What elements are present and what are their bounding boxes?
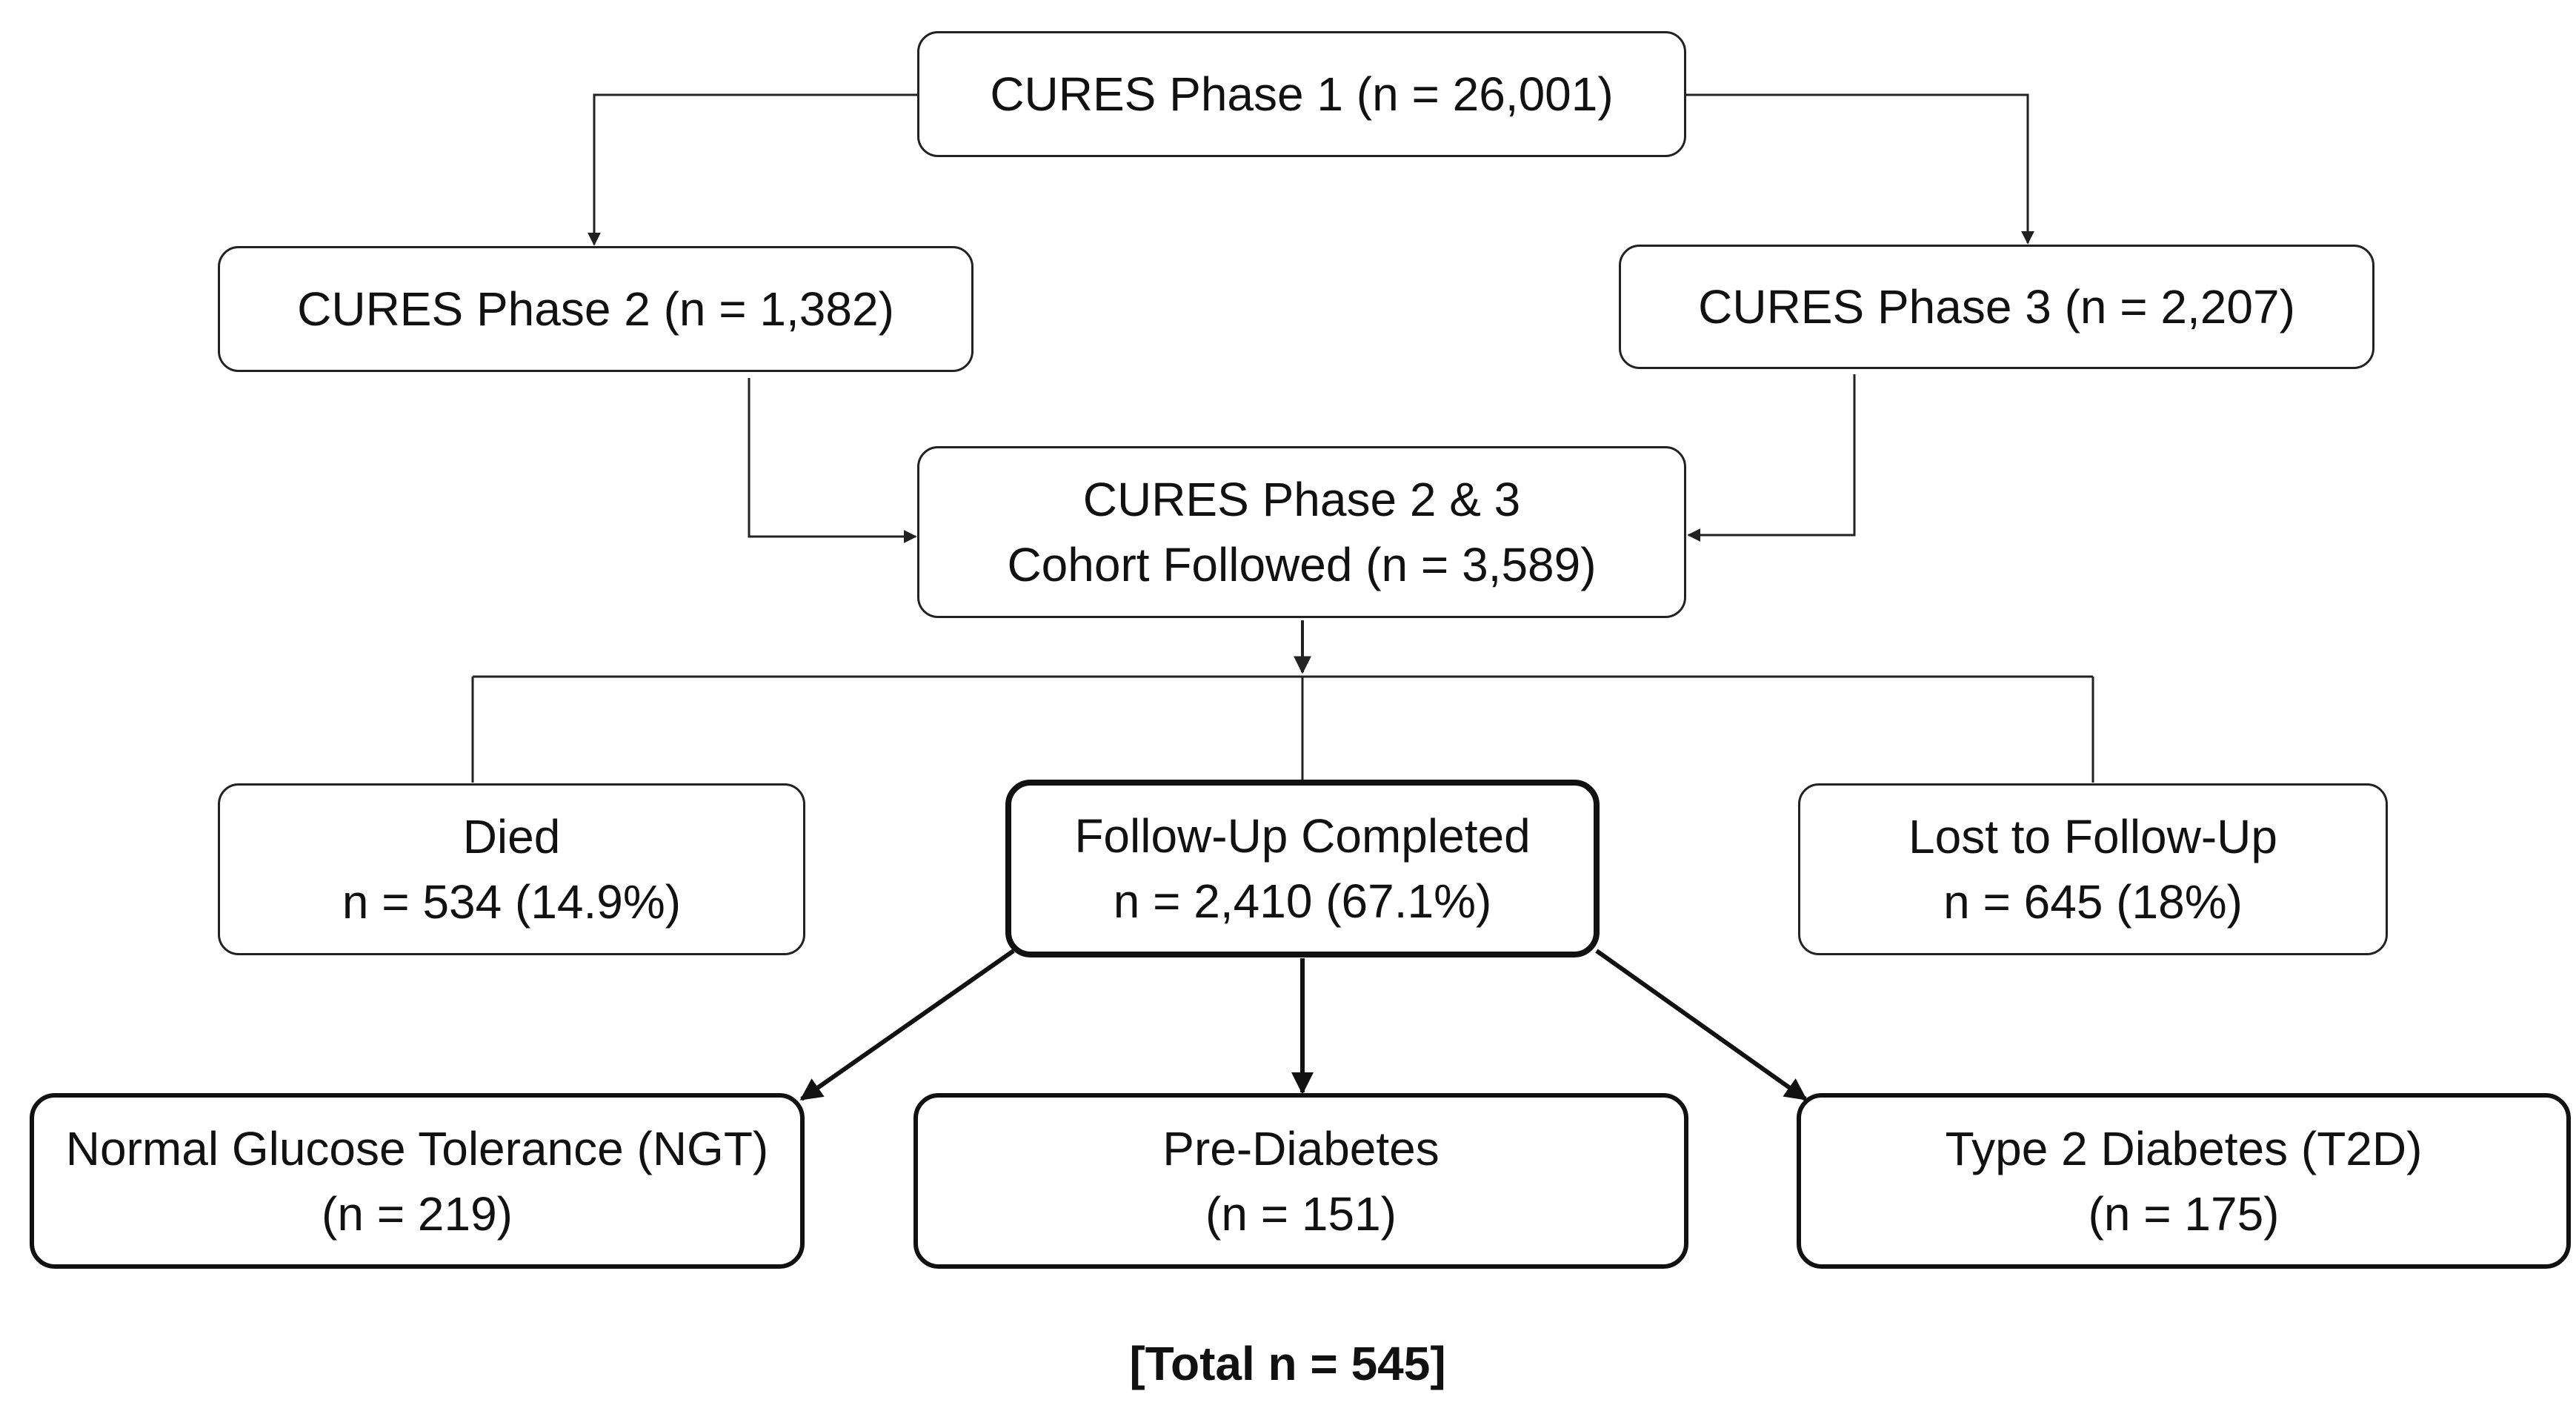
node-lost-line-2: n = 645 (18%) [1943,875,2243,929]
edge-phase1-phase3 [1686,93,2034,245]
node-phase1-line-1: CURES Phase 1 (n = 26,001) [990,67,1614,121]
edge-completed-t2d [1595,949,1808,1101]
node-prediabetes-line-1: Pre-Diabetes [1162,1121,1440,1175]
node-completed-line-2: n = 2,410 (67.1%) [1113,874,1492,928]
node-lost: Lost to Follow-Up n = 645 (18%) [1798,783,2388,955]
node-died: Died n = 534 (14.9%) [218,783,805,955]
node-died-line-1: Died [462,810,561,863]
node-cohort-line-2: Cohort Followed (n = 3,589) [1007,538,1597,591]
edge-phase2-cohort [748,378,917,543]
node-ngt-line-2: (n = 219) [322,1186,513,1241]
node-lost-line-1: Lost to Follow-Up [1908,810,2277,863]
node-phase2-line-1: CURES Phase 2 (n = 1,382) [297,282,894,336]
node-completed-line-1: Follow-Up Completed [1074,809,1531,863]
node-phase3: CURES Phase 3 (n = 2,207) [1619,245,2374,369]
node-t2d-line-1: Type 2 Diabetes (T2D) [1945,1121,2423,1175]
edge-completed-ngt [799,949,1015,1101]
node-phase1: CURES Phase 1 (n = 26,001) [917,31,1686,157]
node-cohort-line-1: CURES Phase 2 & 3 [1082,473,1521,526]
node-phase3-line-1: CURES Phase 3 (n = 2,207) [1698,280,2295,333]
total-label: [Total n = 545] [1129,1337,1446,1390]
node-completed: Follow-Up Completed n = 2,410 (67.1%) [1005,780,1600,957]
node-ngt: Normal Glucose Tolerance (NGT) (n = 219) [30,1093,805,1269]
node-prediabetes: Pre-Diabetes (n = 151) [913,1093,1688,1269]
node-prediabetes-line-2: (n = 151) [1205,1186,1397,1241]
node-phase2: CURES Phase 2 (n = 1,382) [218,246,974,372]
edge-phase1-phase2 [588,93,917,246]
node-t2d-line-2: (n = 175) [2088,1186,2280,1241]
node-cohort: CURES Phase 2 & 3 Cohort Followed (n = 3… [917,446,1686,618]
node-t2d: Type 2 Diabetes (T2D) (n = 175) [1797,1093,2571,1269]
node-ngt-line-1: Normal Glucose Tolerance (NGT) [65,1121,769,1175]
node-died-line-2: n = 534 (14.9%) [342,875,682,929]
edge-phase3-cohort [1687,374,1856,542]
